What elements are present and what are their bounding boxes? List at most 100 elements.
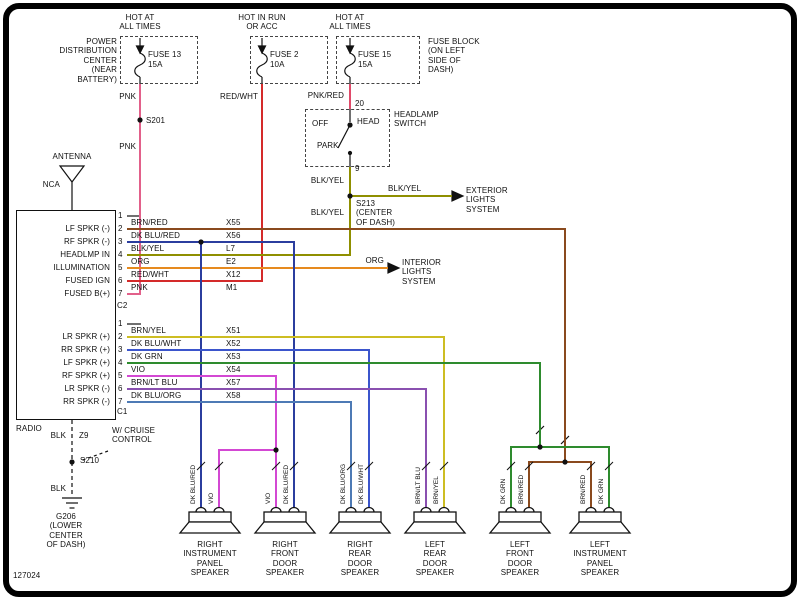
pin-wire-color: BRN/LT BLU [131,378,178,387]
speaker-cone [488,521,552,534]
speaker-wire-label: DK GRN [500,478,507,504]
speaker-wire-label: DK BLU/RED [190,464,197,504]
pin-function: HEADLMP IN [60,250,110,259]
diagram-id: 127024 [13,571,41,580]
pin-circuit-code: X51 [226,326,241,335]
pin-circuit-code: L7 [226,244,236,253]
ground-icon [62,497,82,509]
speaker-wire-label: VIO [208,492,215,504]
pin-wire-color: DK BLU/WHT [131,339,182,348]
pin-circuit-code: X55 [226,218,241,227]
speaker-cone [328,521,392,534]
pin-number: 3 [118,345,123,354]
pin-wire-color: RED/WHT [131,270,170,279]
wire-label-blkyel-upper: BLK/YEL [310,176,344,185]
splice-dot [537,444,543,450]
pin-wire-color: BRN/YEL [131,326,166,335]
exterior-lights-system-label: EXTERIOR LIGHTS SYSTEM [466,186,508,214]
speaker-wire-label: BRN/YEL [433,476,440,504]
pin-wire-color: BLK/YEL [131,244,165,253]
wire-label-blk-upper: BLK [50,431,66,440]
fuse-block-label: FUSE BLOCK (ON LEFT SIDE OF DASH) [428,37,480,75]
switch-position-off: OFF [312,119,329,128]
fuse13-symbol [134,38,146,84]
speaker-terminal [345,506,357,513]
speaker-wire-label: BRN/LT BLU [415,467,422,504]
pin-number: 6 [118,384,123,393]
pin-function: FUSED IGN [65,276,110,285]
fuse15-amps: 15A [358,60,373,69]
wire-label-blkyel-lower: BLK/YEL [310,208,344,217]
splice-dot [69,459,75,465]
fuse2-name: FUSE 2 [270,50,299,59]
cruise-control-note: W/ CRUISE CONTROL [112,426,156,445]
speaker-terminal [603,506,615,513]
interior-lights-system-label: INTERIOR LIGHTS SYSTEM [402,258,442,286]
pin-wire-color: PNK [131,283,148,292]
pin-number: 2 [118,224,123,233]
wire-label-pnk-upper: PNK [119,92,136,101]
pin-circuit-code: E2 [226,257,236,266]
pin-function: LF SPKR (-) [65,224,110,233]
pin-wire-color: DK BLU/RED [131,231,181,240]
pin-number: 7 [118,397,123,406]
speaker-terminal [505,506,517,513]
pin-wire-color: ORG [131,257,150,266]
splice-dot [347,193,353,199]
pin-wire-color: DK BLU/ORG [131,391,182,400]
speaker-wire-label: DK BLU/ORG [340,463,347,504]
inline-connector-break [364,461,374,471]
headlamp-switch-title: HEADLAMP SWITCH [394,110,439,129]
pin-number: 1 [118,319,123,328]
inline-connector-break [604,461,614,471]
wire-dkgrn-branch [540,446,610,507]
pin-circuit-code: M1 [226,283,238,292]
antenna-cable-label: NCA [42,180,60,189]
pin-number: 7 [118,289,123,298]
antenna-label: ANTENNA [52,152,92,161]
wire-dkblured-main [127,241,295,507]
speaker-wire-label: DK GRN [598,478,605,504]
antenna-icon [58,165,86,210]
speaker-wire-label: BRN/RED [580,474,587,504]
fuse13-box [120,36,198,84]
speaker-cone [178,521,242,534]
pin-number: 2 [118,332,123,341]
pin-circuit-code: X52 [226,339,241,348]
pin-number: 4 [118,250,123,259]
wire-brnyel [127,336,445,507]
speaker-name: LEFT REAR DOOR SPEAKER [415,540,455,578]
inline-connector-break [271,461,281,471]
speaker-terminal [288,506,300,513]
radio-box [16,210,116,420]
pin-circuit-code: X53 [226,352,241,361]
inline-connector-break [586,461,596,471]
speaker-cone [403,521,467,534]
pin-number: 1 [118,211,123,220]
pin-number: 5 [118,371,123,380]
inline-connector-break [214,461,224,471]
speaker-terminal [195,506,207,513]
wire-brnred-branch [565,461,592,507]
ground-wire [71,420,109,497]
connector-c2-label: C2 [117,301,128,310]
ground-g206-label: G206 (LOWER CENTER OF DASH) [46,512,86,550]
splice-dot [198,239,204,245]
fuse2-box [250,36,328,84]
inline-connector-break [524,461,534,471]
radio-label: RADIO [16,424,42,433]
splice-label-s210: S210 [80,456,100,465]
speaker-terminal [523,506,535,513]
fuse2-symbol [256,38,268,84]
pin-wire-color: VIO [131,365,146,374]
connector-c1-label: C1 [117,407,128,416]
speaker-wire-label: BRN/RED [518,474,525,504]
headlamp-switch-symbol [337,109,353,167]
hot-label-fuse13: HOT AT ALL TIMES [119,13,161,32]
splice-dot [562,459,568,465]
hot-label-fuse2: HOT IN RUN OR ACC [238,13,286,32]
inline-connector-break [196,461,206,471]
